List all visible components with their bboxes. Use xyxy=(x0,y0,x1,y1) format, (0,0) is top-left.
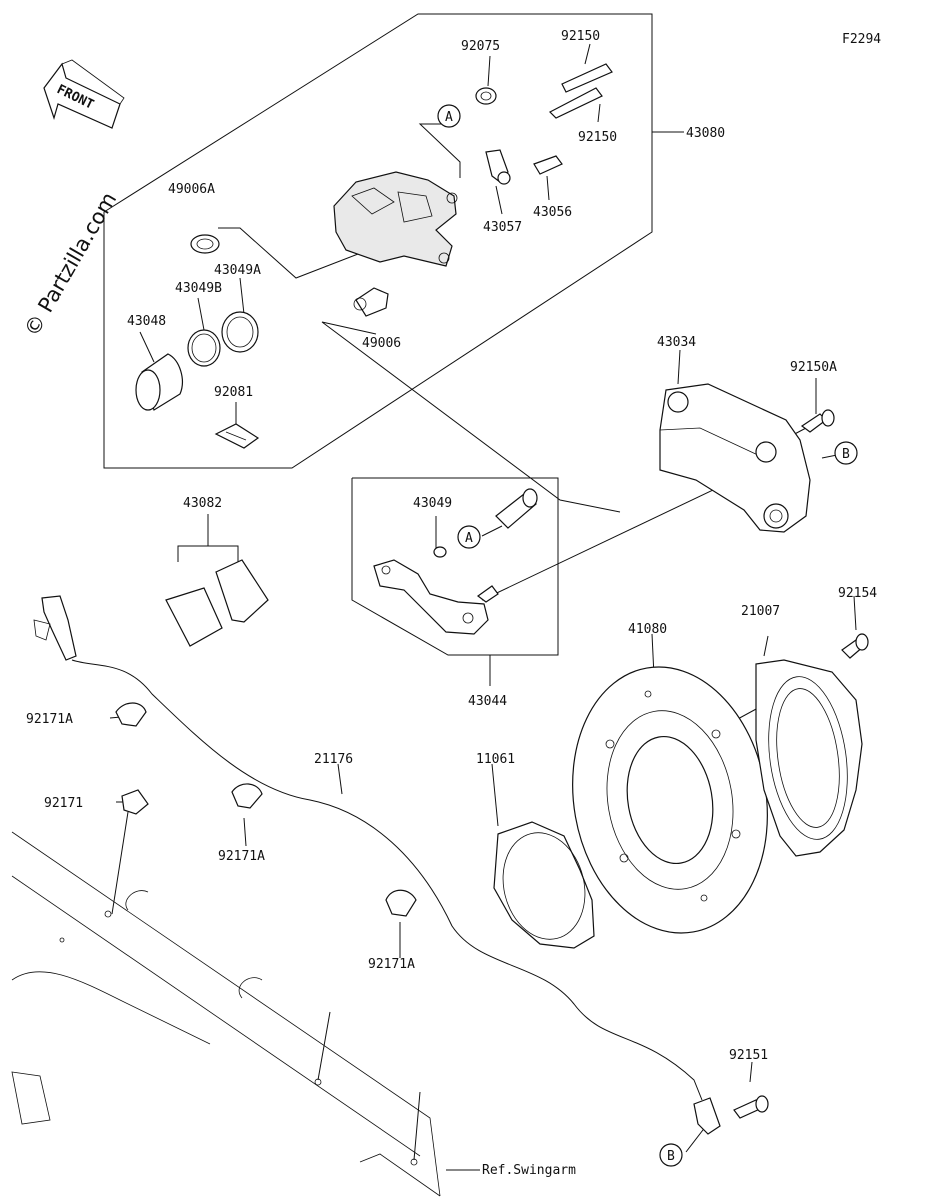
figure-code: F2294 xyxy=(842,32,881,47)
caliper-group-frame xyxy=(103,13,653,469)
part-label: 43056 xyxy=(533,205,572,220)
part-label: 92171A xyxy=(368,957,415,972)
callout-b-sensor: B xyxy=(659,1143,683,1167)
part-label: 43049B xyxy=(175,281,222,296)
part-label: 43044 xyxy=(468,694,507,709)
boot-49006-icon xyxy=(353,287,389,317)
gasket-11061-icon xyxy=(493,821,595,949)
pin-92150-icon xyxy=(548,63,613,119)
callout-a-bracket: A xyxy=(457,525,481,549)
bolt-92154-icon xyxy=(841,633,869,659)
part-label: 21176 xyxy=(314,752,353,767)
callout-b-holder: B xyxy=(834,441,858,465)
bleeder-screw-43056-icon xyxy=(533,155,563,175)
part-label: 43048 xyxy=(127,314,166,329)
speed-sensor-icon xyxy=(693,1097,721,1135)
brake-disc-41080-icon xyxy=(572,666,768,934)
part-label: 43082 xyxy=(183,496,222,511)
clamp-92171a-icon xyxy=(385,889,417,917)
part-label: 92151 xyxy=(729,1048,768,1063)
part-label: 92150A xyxy=(790,360,837,375)
slide-pin-icon xyxy=(495,488,538,529)
svg-text:A: A xyxy=(445,110,453,125)
part-label: 92171 xyxy=(44,796,83,811)
bleeder-43057-icon xyxy=(485,149,511,185)
reference-swingarm-label: Ref.Swingarm xyxy=(482,1163,576,1178)
bracket-group-frame xyxy=(351,477,559,656)
part-label: 43049A xyxy=(214,263,261,278)
pad-spring-92081-icon xyxy=(214,423,260,449)
part-label: 43034 xyxy=(657,335,696,350)
part-label: 49006 xyxy=(362,336,401,351)
sensor-rotor-21007-icon xyxy=(755,659,863,857)
part-label: 92075 xyxy=(461,39,500,54)
clamp-92171a-icon xyxy=(115,702,147,727)
part-label: 92154 xyxy=(838,586,877,601)
holder-43034-icon xyxy=(659,383,811,533)
sensor-cable xyxy=(71,659,703,1101)
part-label: 21007 xyxy=(741,604,780,619)
sensor-connector-icon xyxy=(33,595,77,661)
callout-a-top: A xyxy=(437,104,461,128)
bracket-43044-icon xyxy=(373,559,499,635)
boot-49006a-icon xyxy=(190,234,220,254)
part-label: 43049 xyxy=(413,496,452,511)
part-label: 11061 xyxy=(476,752,515,767)
washer-92075-icon xyxy=(475,87,497,105)
pad-group-bracket xyxy=(177,545,239,562)
seal-43049b-icon xyxy=(187,329,221,367)
caliper-body-icon xyxy=(333,171,458,267)
part-label: 92150 xyxy=(561,29,600,44)
part-label: 92081 xyxy=(214,385,253,400)
seal-43049a-icon xyxy=(221,311,259,353)
clamp-92171a-icon xyxy=(231,783,263,809)
swingarm-reference-icon xyxy=(11,831,441,1197)
svg-text:A: A xyxy=(465,531,473,546)
svg-text:B: B xyxy=(842,447,850,462)
part-label: 92171A xyxy=(218,849,265,864)
bolt-92150a-icon xyxy=(800,409,835,433)
bolt-92151-icon xyxy=(733,1095,769,1119)
brake-pads-43082-icon xyxy=(165,559,269,647)
front-arrow-icon: FRONT xyxy=(43,59,125,129)
part-label: 92150 xyxy=(578,130,617,145)
piston-43048-icon xyxy=(135,353,183,411)
svg-text:B: B xyxy=(667,1149,675,1164)
seal-43049-icon xyxy=(433,546,447,558)
part-label: 92171A xyxy=(26,712,73,727)
grommet-92171-icon xyxy=(121,789,149,815)
part-label: 41080 xyxy=(628,622,667,637)
part-label: 43080 xyxy=(686,126,725,141)
part-label: 49006A xyxy=(168,182,215,197)
part-label: 43057 xyxy=(483,220,522,235)
